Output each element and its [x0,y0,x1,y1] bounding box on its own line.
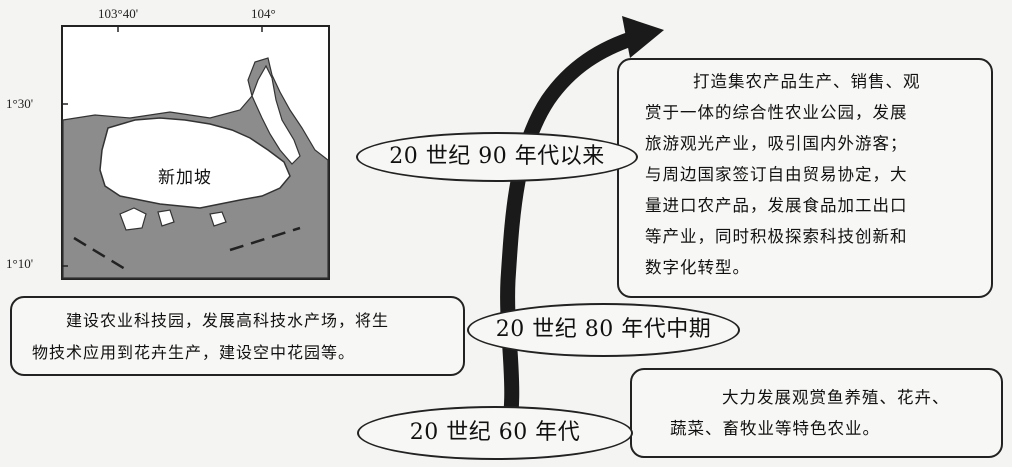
measure-line: 旅游观光产业，吸引国内外游客； [645,134,908,153]
map-figure [62,26,329,279]
measure-line: 蔬菜、畜牧业等特色农业。 [670,419,880,438]
measure-line: 建设农业科技园，发展高科技水产场，将生 [66,311,390,330]
era-label: 20 世纪 60 年代 [409,420,581,445]
era-label: 20 世纪 90 年代以来 [389,144,605,169]
measures-box-1960s: 大力发展观赏鱼养殖、花卉、 蔬菜、畜牧业等特色农业。 [630,368,1003,458]
lat-label-1-30: 1°30' [6,96,34,111]
measure-line: 物技术应用到花卉生产，建设空中花园等。 [32,343,356,362]
arrow-head [622,16,664,58]
measures-box-1990s: 打造集农产品生产、销售、观 赏于一体的综合性农业公园，发展 旅游观光产业，吸引国… [617,58,993,298]
measure-line: 与周边国家签订自由贸易协定，大 [645,165,908,184]
measure-line: 数字化转型。 [645,258,750,277]
measure-line: 量进口农产品，发展食品加工出口 [645,196,908,215]
era-label: 20 世纪 80 年代中期 [495,317,712,342]
place-label-singapore: 新加坡 [158,168,212,188]
era-ellipse-1980s: 20 世纪 80 年代中期 [467,303,740,357]
measure-line: 大力发展观赏鱼养殖、花卉、 [722,388,950,407]
lon-label-104: 104° [251,6,276,21]
lat-label-1-10: 1°10' [6,256,34,271]
measure-line: 赏于一体的综合性农业公园，发展 [645,103,908,122]
lon-label-103-40: 103°40' [98,6,139,21]
singapore-island [99,117,291,209]
measure-line: 等产业，同时积极探索科技创新和 [645,227,908,246]
era-ellipse-1990s: 20 世纪 90 年代以来 [356,132,638,182]
measure-line: 打造集农产品生产、销售、观 [693,72,921,91]
era-ellipse-1960s: 20 世纪 60 年代 [357,406,633,460]
timeline-arrow [497,28,648,453]
measures-box-1980s: 建设农业科技园，发展高科技水产场，将生 物技术应用到花卉生产，建设空中花园等。 [10,296,465,376]
